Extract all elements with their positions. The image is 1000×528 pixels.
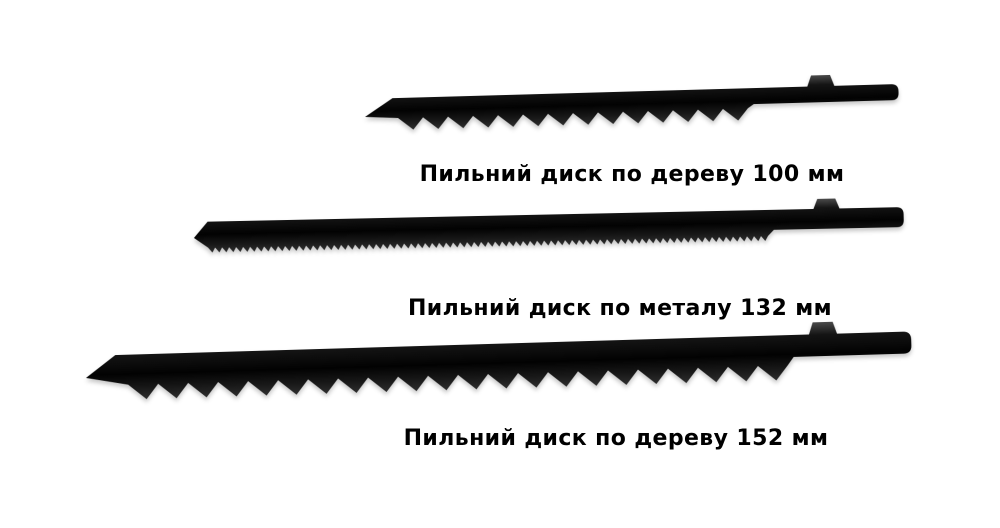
jigsaw-blade-metal-132 bbox=[191, 195, 908, 272]
blade-label-wood-152: Пильний диск по дереву 152 мм bbox=[403, 426, 829, 451]
jigsaw-blade-wood-152 bbox=[83, 315, 917, 418]
jigsaw-blade-wood-100-image bbox=[364, 74, 899, 130]
jigsaw-blade-metal-132-image bbox=[193, 198, 904, 253]
jigsaw-blade-wood-100 bbox=[362, 70, 904, 149]
jigsaw-blade-wood-152-image bbox=[85, 321, 912, 400]
blade-label-metal-132: Пильний диск по металу 132 мм bbox=[407, 296, 833, 321]
blade-label-wood-100: Пильний диск по дереву 100 мм bbox=[419, 162, 845, 187]
